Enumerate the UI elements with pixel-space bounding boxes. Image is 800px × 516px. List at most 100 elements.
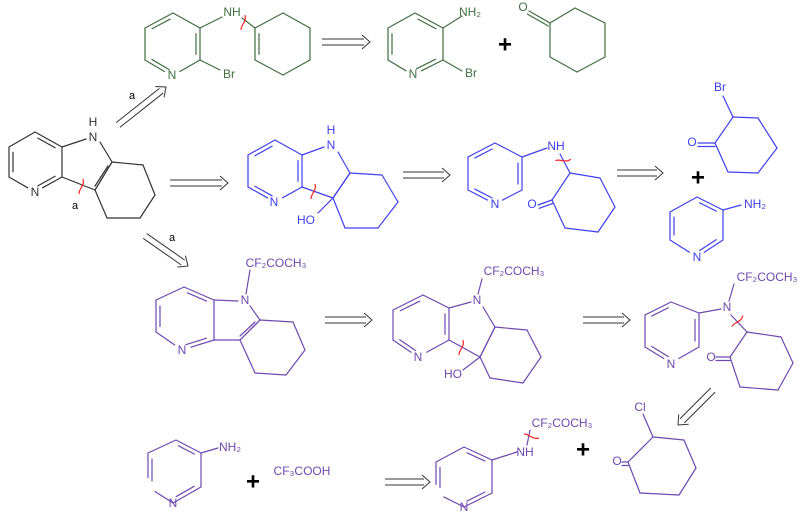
bond <box>301 186 334 199</box>
bond <box>521 147 548 158</box>
ring-bond <box>247 139 276 156</box>
substituent-label: CF₂COCH₃ <box>532 416 593 430</box>
atom-label: N <box>667 357 676 371</box>
ring-bond <box>479 356 491 379</box>
atom-label: N <box>168 68 177 82</box>
ring-bond <box>714 116 734 144</box>
ring-bond <box>551 172 571 201</box>
disconnection-mark <box>458 339 464 356</box>
ring-bond <box>549 56 578 73</box>
ring-bond <box>175 439 202 454</box>
bond <box>559 153 571 174</box>
ring-bond <box>732 116 759 119</box>
atom-label: O <box>518 0 527 14</box>
arrow-shaft <box>142 238 182 266</box>
arrow-shaft <box>146 233 186 261</box>
ring-bond <box>467 189 489 201</box>
atom-label: N <box>414 350 423 364</box>
bond <box>722 204 742 211</box>
arrow-head <box>363 312 373 328</box>
ring-bond <box>443 496 465 508</box>
ring-bond <box>349 172 383 176</box>
atom-label: H <box>89 115 98 129</box>
ring-bond <box>526 329 542 358</box>
ring-bond <box>8 176 29 189</box>
ring-bond <box>377 201 399 229</box>
ring-bond <box>144 59 166 73</box>
arrow-layer <box>115 34 716 490</box>
ring-bond <box>111 161 144 166</box>
ring-bond <box>644 301 672 316</box>
ring-bond <box>494 326 528 331</box>
ring-bond <box>549 7 576 24</box>
ring-bond <box>422 294 450 309</box>
ring-bond <box>144 12 174 29</box>
plus-sign: + <box>576 436 590 463</box>
double-bond <box>466 452 486 462</box>
disconnection-mark <box>240 14 246 31</box>
ring-bond <box>426 339 450 353</box>
double-bond <box>239 321 256 337</box>
bond <box>491 451 518 461</box>
ring-bond <box>8 131 36 148</box>
atom-label: NH₂ <box>744 197 766 211</box>
ring-bond <box>420 59 444 72</box>
arrow-shaft <box>684 391 716 424</box>
double-bond <box>186 292 208 302</box>
arrow-shaft <box>115 87 160 124</box>
ring-bond <box>644 346 665 360</box>
retrosynthesis-arrow <box>325 312 373 328</box>
ring-bond <box>599 177 616 208</box>
atom-label: NH <box>547 139 564 153</box>
arrow-head <box>361 34 371 50</box>
ring-bond <box>259 319 294 323</box>
ring-bond <box>155 286 185 301</box>
route-label: a <box>169 232 176 244</box>
double-bond <box>254 145 273 157</box>
route-label: a <box>129 90 136 102</box>
atom-label: N <box>460 500 469 514</box>
ring-bond <box>183 286 215 301</box>
arrow-head <box>654 165 664 181</box>
ring-bond <box>381 174 399 203</box>
ring-bond <box>254 12 284 29</box>
arrow-route-a-enamine <box>115 85 167 128</box>
atom-label: N <box>178 343 187 357</box>
ring-bond <box>727 171 759 174</box>
ring-bond <box>703 239 724 253</box>
ring-bond <box>678 346 700 360</box>
ring-bond <box>494 142 523 158</box>
disconnection-mark <box>555 158 572 162</box>
retrosynthesis-arrow <box>617 165 664 181</box>
arrow-route-a-hydroxy <box>170 175 229 191</box>
ring-bond <box>463 446 493 461</box>
ring-bond <box>757 117 778 149</box>
bond <box>448 339 481 358</box>
ring-bond <box>387 59 407 72</box>
disconnection-marks <box>78 14 744 439</box>
atom-label: Br <box>465 66 477 80</box>
double-bond <box>399 300 421 312</box>
ring-bond <box>190 339 215 348</box>
ring-bond <box>94 161 113 191</box>
ring-bond <box>392 339 412 353</box>
ring-bond <box>627 461 641 494</box>
ring-bond <box>282 59 311 76</box>
bond <box>722 95 734 118</box>
atom-label: O <box>612 454 621 468</box>
carbonyl-bond <box>538 202 554 209</box>
atom-label: O <box>706 350 715 364</box>
bond <box>730 314 748 333</box>
atom-label: N <box>473 293 482 307</box>
plus-sign: + <box>498 31 512 58</box>
disconnection-mark <box>310 183 316 200</box>
ring-bond <box>669 196 698 213</box>
ring-bond <box>34 131 63 148</box>
retrosynthesis-arrow <box>403 167 451 183</box>
substituent-label: CF₂COCH₃ <box>737 270 798 284</box>
bond <box>728 283 735 302</box>
ring-bond <box>714 142 729 173</box>
arrow-route-a-protected <box>142 233 189 268</box>
double-bond <box>151 18 171 30</box>
retrosynthesis-arrow <box>677 387 716 426</box>
